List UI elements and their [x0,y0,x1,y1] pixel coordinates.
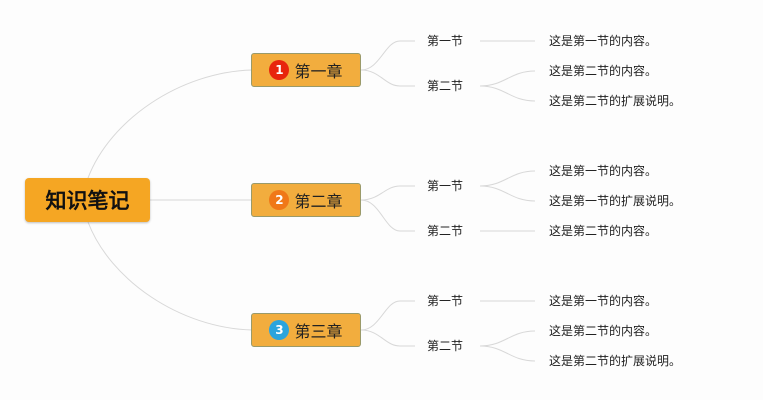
content-item[interactable]: 这是第二节的内容。 [549,224,658,238]
content-item[interactable]: 这是第二节的内容。 [549,324,658,338]
link-ch3-sec1 [360,300,415,331]
content-item[interactable]: 这是第一节的扩展说明。 [549,194,682,208]
content-item[interactable]: 这是第一节的内容。 [549,34,658,48]
link-ch3-sec2 [360,329,415,347]
chapter-1-section-1[interactable]: 第一节 [427,34,464,48]
chapter-1-section-2[interactable]: 第二节 [427,79,464,93]
content-item[interactable]: 这是第二节的扩展说明。 [549,354,682,368]
number-1-icon: 1 [269,60,290,80]
link-root-ch1 [87,69,253,179]
chapter-2-section-1[interactable]: 第一节 [427,179,464,193]
chapter-label: 第三章 [294,322,343,341]
content-item[interactable]: 这是第一节的内容。 [549,294,658,308]
chapter-3-section-2[interactable]: 第二节 [427,339,464,353]
link-ch2-sec2 [360,199,415,232]
chapter-2-section-2[interactable]: 第二节 [427,224,464,238]
chapter-2-topic[interactable]: 2 第二章 [251,183,361,217]
link-ch1-sec2-item1 [479,70,536,87]
content-item[interactable]: 这是第二节的内容。 [549,64,658,78]
link-root-ch3 [87,221,253,331]
link-ch3-sec2-item1 [479,330,536,347]
chapter-1-topic[interactable]: 1 第一章 [251,53,361,87]
link-ch2-sec1-item2 [479,185,536,202]
number-2-icon: 2 [269,190,290,210]
number-3-icon: 3 [269,320,290,340]
content-item[interactable]: 这是第二节的扩展说明。 [549,94,682,108]
link-ch1-sec2 [360,69,415,87]
chapter-label: 第二章 [294,192,343,211]
chapter-label: 第一章 [294,62,343,81]
link-ch2-sec1-item1 [479,170,536,187]
link-ch2-sec1 [360,185,415,201]
link-ch3-sec2-item2 [479,345,536,362]
root-topic-label: 知识笔记 [45,189,130,213]
link-ch1-sec2-item2 [479,85,536,102]
chapter-3-section-1[interactable]: 第一节 [427,294,464,308]
content-item[interactable]: 这是第一节的内容。 [549,164,658,178]
root-topic[interactable]: 知识笔记 [25,178,150,222]
link-ch1-sec1 [360,40,415,71]
chapter-3-topic[interactable]: 3 第三章 [251,313,361,347]
